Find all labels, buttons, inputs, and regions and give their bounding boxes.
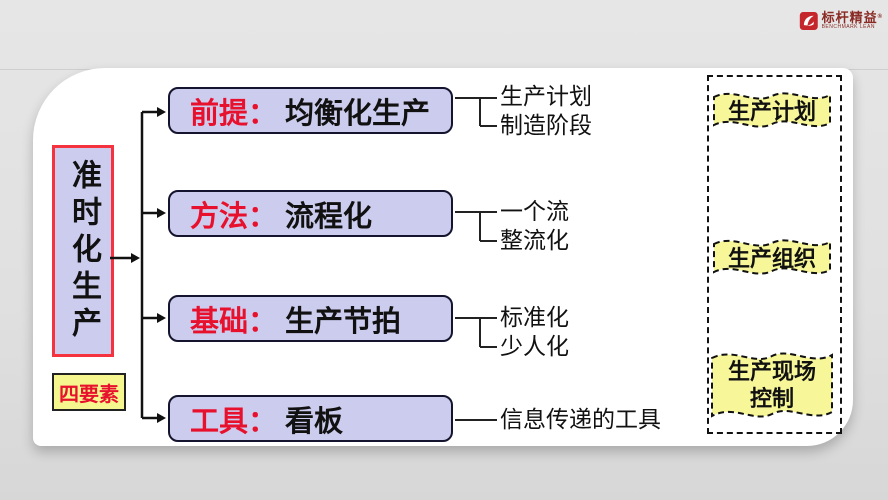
brand-subtitle: BENCHMARK LEAN — [821, 24, 875, 30]
brand-logo-icon — [799, 12, 818, 30]
note-information-tool: 信息传递的工具 — [500, 407, 661, 432]
root-node-jit-production: 准时化生产 — [52, 145, 114, 357]
node-foundation-key: 基础： — [190, 305, 278, 338]
note-rectified-flow: 整流化 — [500, 228, 569, 253]
flag-production-plan-label: 生产计划 — [727, 99, 816, 124]
node-premise: 前提： 均衡化生产 — [168, 87, 453, 134]
brand-logo: 标杆精益® BENCHMARK LEAN — [799, 6, 883, 36]
flag-shopfloor-control — [711, 352, 833, 418]
node-premise-value: 均衡化生产 — [285, 97, 431, 130]
node-premise-key: 前提： — [190, 97, 278, 130]
node-foundation-value: 生产节拍 — [285, 305, 402, 338]
flag-shopfloor-control-line2: 控制 — [749, 386, 794, 411]
flag-production-organization-label: 生产组织 — [727, 246, 816, 271]
flag-shopfloor-control-line1: 生产现场 — [727, 359, 816, 384]
node-tool-value: 看板 — [285, 405, 344, 438]
note-production-plan: 生产计划 — [500, 84, 592, 109]
flag-shopfloor-control-label: 生产现场 控制 — [708, 358, 836, 412]
brand-name: 标杆精益® — [821, 10, 883, 25]
flag-production-organization — [713, 239, 831, 275]
node-foundation: 基础： 生产节拍 — [168, 295, 453, 342]
node-method: 方法： 流程化 — [168, 190, 453, 237]
note-one-piece-flow: 一个流 — [500, 199, 569, 224]
node-tool-key: 工具： — [190, 405, 278, 438]
flag-production-plan — [713, 92, 831, 128]
node-tool: 工具： 看板 — [168, 395, 453, 442]
note-manufacturing-stage: 制造阶段 — [500, 113, 592, 138]
note-fewer-workers: 少人化 — [500, 334, 569, 359]
registered-mark: ® — [877, 14, 883, 20]
node-method-key: 方法： — [190, 200, 278, 233]
node-method-value: 流程化 — [285, 200, 373, 233]
root-node-label: 准时化生产 — [67, 158, 100, 344]
note-standardization: 标准化 — [500, 305, 569, 330]
four-elements-badge: 四要素 — [52, 373, 126, 411]
